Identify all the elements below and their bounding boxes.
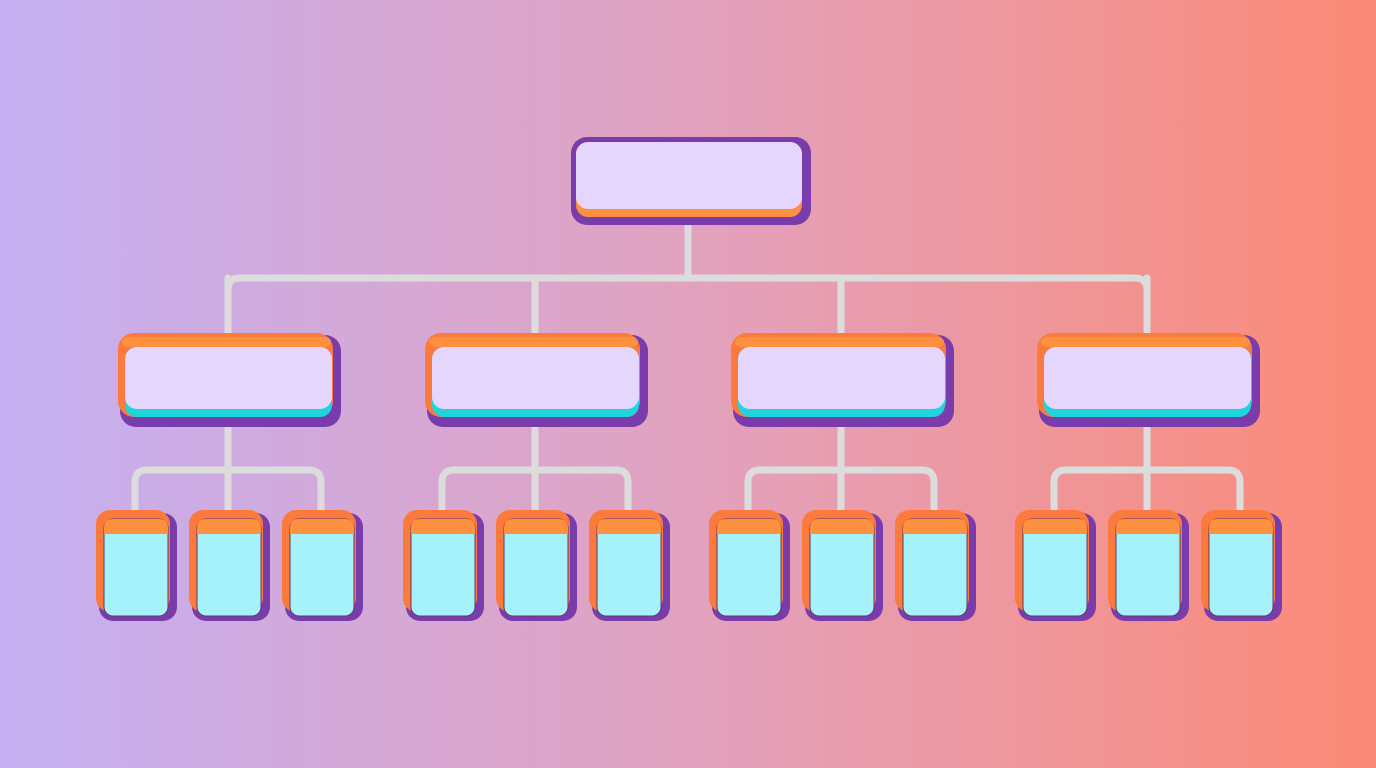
leaf-node-header (903, 519, 967, 534)
connector-group-2 (438, 466, 632, 514)
leaf-node-2-2 (496, 510, 577, 621)
connector-level-2 (224, 274, 1151, 337)
connector-group-3 (744, 466, 938, 514)
manager-node-3 (731, 333, 954, 427)
leaf-node-1-3 (282, 510, 363, 621)
leaf-node-4-2 (1108, 510, 1189, 621)
leaf-node-header (597, 519, 661, 534)
leaf-node-header (104, 519, 168, 534)
leaf-node-3-1 (709, 510, 790, 621)
manager-node-header (429, 337, 638, 347)
leaf-node-2-1 (403, 510, 484, 621)
root-node-body (576, 142, 802, 209)
leaf-node-header (717, 519, 781, 534)
leaf-node-header (290, 519, 354, 534)
leaf-node-header (810, 519, 874, 534)
connector-group-1 (131, 466, 325, 514)
manager-node-4 (1037, 333, 1260, 427)
leaf-node-2-3 (589, 510, 670, 621)
manager-node-header (122, 337, 331, 347)
leaf-node-header (1023, 519, 1087, 534)
leaf-node-3-3 (895, 510, 976, 621)
manager-node-body (432, 347, 639, 409)
manager-node-header (1041, 337, 1250, 347)
leaf-node-header (197, 519, 261, 534)
leaf-node-1-1 (96, 510, 177, 621)
leaf-node-header (504, 519, 568, 534)
leaf-node-header (411, 519, 475, 534)
connector-group-4 (1050, 466, 1244, 514)
manager-node-body (125, 347, 332, 409)
leaf-node-4-3 (1201, 510, 1282, 621)
manager-node-body (1044, 347, 1251, 409)
manager-node-1 (118, 333, 341, 427)
leaf-node-header (1116, 519, 1180, 534)
leaf-node-1-2 (189, 510, 270, 621)
root-node (571, 137, 811, 225)
leaf-node-4-1 (1015, 510, 1096, 621)
manager-node-2 (425, 333, 648, 427)
leaf-node-3-2 (802, 510, 883, 621)
manager-node-header (735, 337, 944, 347)
leaf-node-header (1209, 519, 1273, 534)
manager-node-body (738, 347, 945, 409)
